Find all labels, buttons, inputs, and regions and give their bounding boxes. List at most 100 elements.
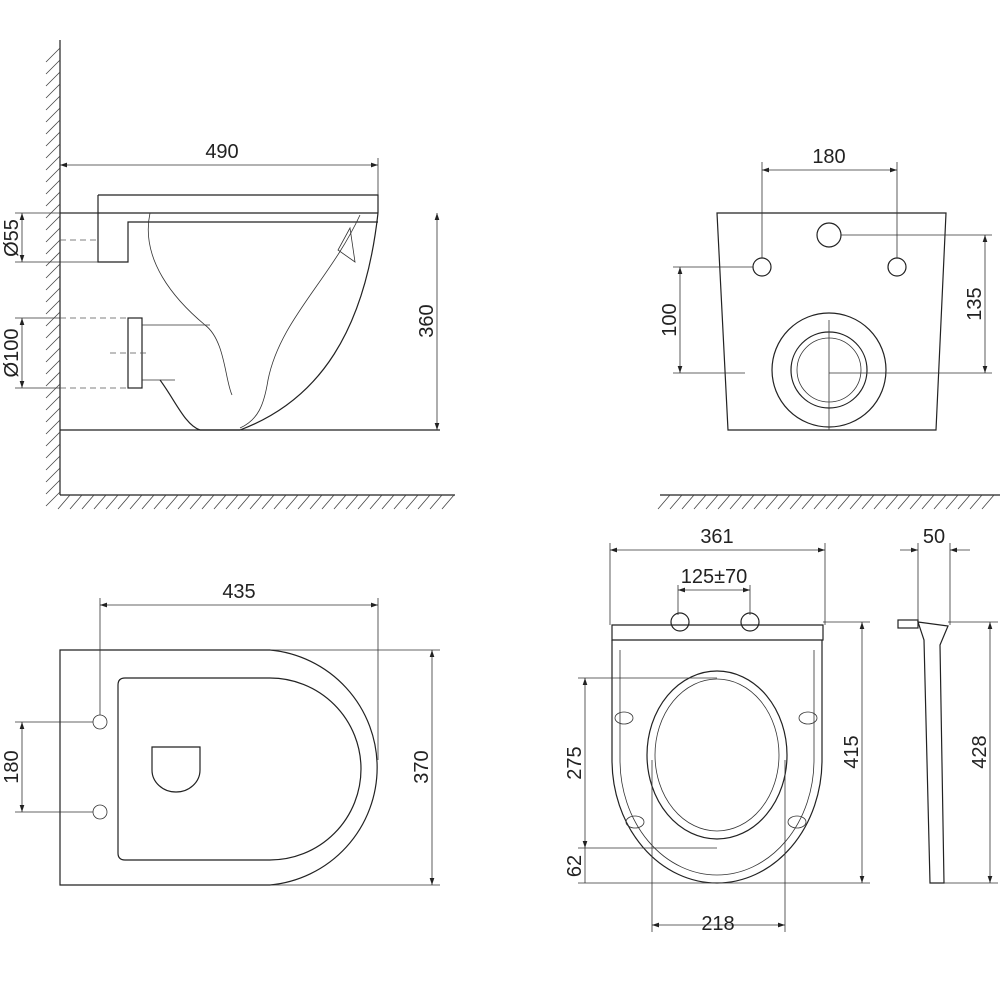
hatch-line — [957, 494, 971, 510]
dim-length-label: 435 — [222, 581, 255, 603]
hinge-right — [740, 612, 760, 632]
seat-opening-inner — [654, 678, 780, 832]
bowl-inner-outline — [117, 677, 362, 861]
hatch-line — [45, 359, 61, 375]
hatch-line — [681, 494, 695, 510]
hatch-line — [45, 155, 61, 171]
hatch-line — [693, 494, 707, 510]
hatch-line — [789, 494, 803, 510]
hatch-line — [105, 494, 119, 510]
bowl-rim — [97, 194, 379, 263]
dim-seat-length-label: 415 — [841, 735, 863, 768]
hatch-line — [669, 494, 683, 510]
dim-width-label: 490 — [205, 141, 238, 163]
bumper — [798, 711, 818, 725]
hatch-line — [933, 494, 947, 510]
hatch-line — [45, 167, 61, 183]
bolt-hole-right — [887, 257, 907, 277]
seat-hinge-bar — [611, 624, 824, 641]
bolt-hole — [92, 714, 108, 730]
floor-hatch — [657, 494, 995, 510]
seat-lid-outline — [619, 650, 815, 876]
hatch-line — [429, 494, 443, 510]
dim-thickness-label: 50 — [923, 526, 945, 548]
drain-opening — [151, 746, 201, 793]
inlet-hole — [816, 222, 842, 248]
hatch-line — [369, 494, 383, 510]
hatch-line — [825, 494, 839, 510]
dim-width-label: 370 — [411, 750, 433, 783]
hatch-line — [45, 311, 61, 327]
hatch-line — [885, 494, 899, 510]
dim-bolt-outlet-label: 100 — [659, 303, 681, 336]
hatch-line — [45, 287, 61, 303]
hinge-left — [670, 612, 690, 632]
bumper — [614, 711, 634, 725]
bowl-front-curve — [239, 212, 379, 431]
hatch-line — [189, 494, 203, 510]
hatch-line — [237, 494, 251, 510]
hatch-line — [45, 299, 61, 315]
hatch-line — [45, 191, 61, 207]
bowl-bottom-curve — [159, 379, 240, 431]
hatch-line — [45, 431, 61, 447]
hatch-line — [45, 215, 61, 231]
hatch-line — [405, 494, 419, 510]
hatch-line — [45, 131, 61, 147]
hatch-line — [45, 83, 61, 99]
hatch-line — [45, 383, 61, 399]
front-view: 180 100 135 — [657, 146, 1000, 510]
bumper — [787, 815, 807, 829]
wall-hatch — [45, 47, 61, 507]
bowl-outer-outline — [59, 649, 378, 886]
hatch-line — [141, 494, 155, 510]
hatch-line — [345, 494, 359, 510]
bolt-hole-left — [752, 257, 772, 277]
hatch-line — [741, 494, 755, 510]
dim-bolt-label: 180 — [1, 750, 23, 783]
hatch-line — [45, 239, 61, 255]
dim-seat-width-label: 361 — [700, 526, 733, 548]
hatch-line — [285, 494, 299, 510]
hatch-line — [837, 494, 851, 510]
top-view: 435 180 370 — [1, 581, 440, 886]
hatch-line — [117, 494, 131, 510]
hatch-line — [45, 179, 61, 195]
hatch-line — [45, 119, 61, 135]
hatch-line — [45, 467, 61, 483]
hatch-line — [45, 143, 61, 159]
hatch-line — [417, 494, 431, 510]
hatch-line — [333, 494, 347, 510]
hatch-line — [213, 494, 227, 510]
hatch-line — [777, 494, 791, 510]
hatch-line — [45, 71, 61, 87]
bolt-hole — [92, 804, 108, 820]
dim-inlet-outlet-label: 135 — [964, 287, 986, 320]
hatch-line — [705, 494, 719, 510]
dim-side-length-label: 428 — [969, 735, 991, 768]
hatch-line — [93, 494, 107, 510]
hatch-line — [729, 494, 743, 510]
hatch-line — [897, 494, 911, 510]
bowl-inner-trap — [148, 212, 361, 429]
hatch-line — [873, 494, 887, 510]
hatch-line — [753, 494, 767, 510]
hatch-line — [969, 494, 983, 510]
hatch-line — [45, 335, 61, 351]
hatch-line — [165, 494, 179, 510]
hatch-line — [45, 275, 61, 291]
hatch-line — [801, 494, 815, 510]
back-plate-outline — [716, 212, 947, 431]
hatch-line — [45, 323, 61, 339]
hatch-line — [153, 494, 167, 510]
hatch-line — [273, 494, 287, 510]
hatch-line — [45, 491, 61, 507]
hatch-line — [45, 59, 61, 75]
hatch-line — [849, 494, 863, 510]
hatch-line — [45, 263, 61, 279]
hatch-line — [57, 494, 71, 510]
hatch-line — [45, 347, 61, 363]
seat-opening — [646, 670, 788, 840]
hatch-line — [657, 494, 671, 510]
